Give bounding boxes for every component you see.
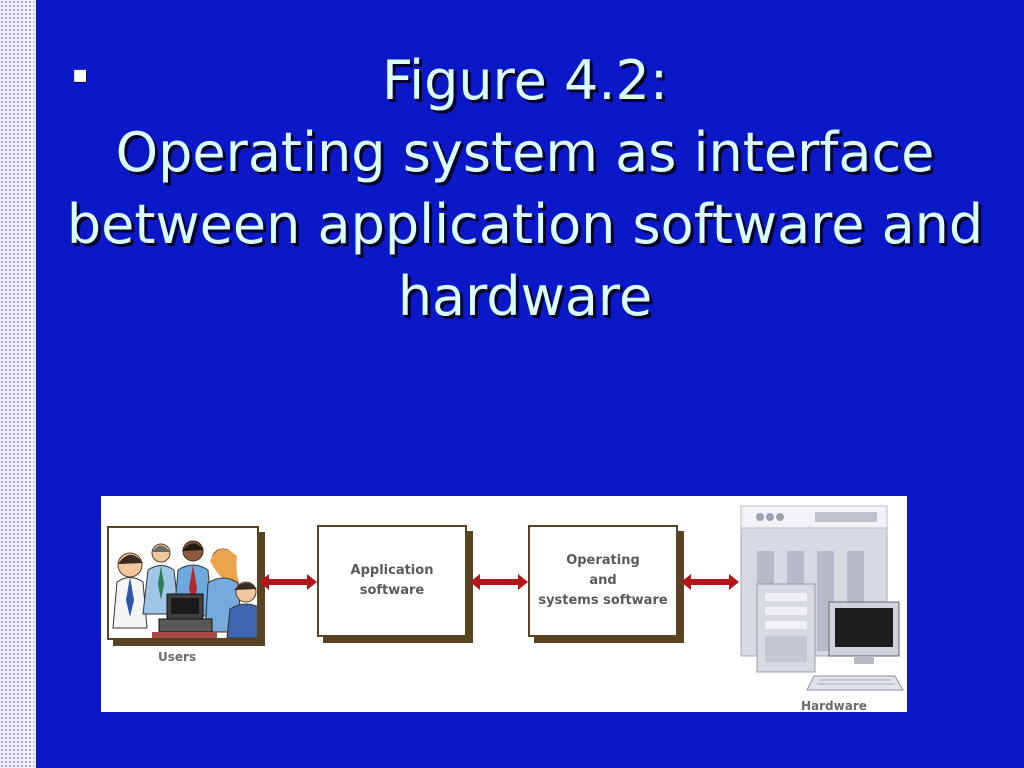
operating-systems-software-box: Operating and systems software bbox=[528, 525, 678, 637]
title-line-4: hardware bbox=[397, 265, 653, 328]
operating-line-3: systems software bbox=[538, 593, 668, 608]
operating-line-2: and bbox=[589, 573, 617, 588]
application-line-2: software bbox=[359, 583, 425, 598]
server-hardware-icon bbox=[740, 505, 904, 691]
left-decorative-pattern bbox=[0, 0, 36, 768]
slide-title: Figure 4.2: Operating system as interfac… bbox=[50, 45, 1000, 333]
bidirectional-arrow-icon bbox=[470, 574, 528, 590]
hardware-label: Hardware bbox=[801, 699, 867, 712]
bidirectional-arrow-icon bbox=[259, 574, 317, 590]
title-line-1: Figure 4.2: bbox=[381, 49, 669, 112]
slide-bullet: ▪ bbox=[72, 60, 89, 88]
title-line-3: between application software and bbox=[66, 193, 984, 256]
os-interface-diagram: Users Application software Operating and… bbox=[101, 496, 907, 712]
application-software-box: Application software bbox=[317, 525, 467, 637]
users-illustration-icon bbox=[107, 526, 259, 640]
application-line-1: Application bbox=[350, 563, 434, 578]
title-line-2: Operating system as interface bbox=[115, 121, 935, 184]
operating-line-1: Operating bbox=[566, 553, 640, 568]
users-label: Users bbox=[158, 650, 197, 664]
bidirectional-arrow-icon bbox=[681, 574, 739, 590]
